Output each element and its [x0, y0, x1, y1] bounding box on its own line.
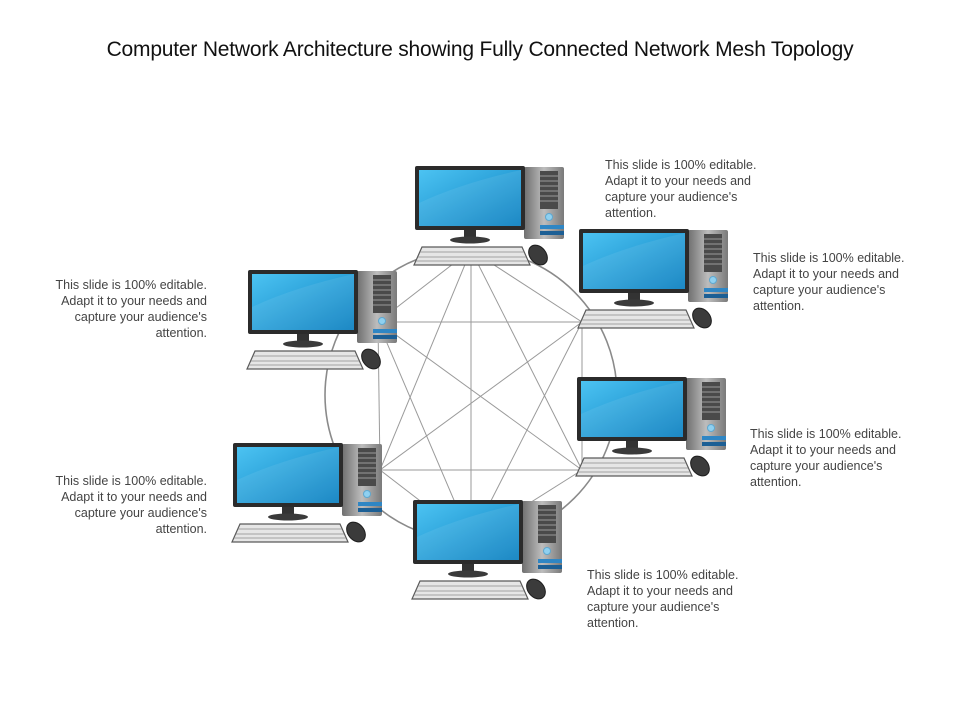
tower-icon: [524, 167, 564, 239]
link-node-top-right-node-bottom-left: [379, 321, 583, 471]
keyboard-icon: [575, 457, 693, 477]
node-right-computer: [574, 374, 734, 484]
link-node-right-node-left: [377, 321, 583, 471]
monitor-icon: [233, 443, 343, 521]
tower-icon: [686, 378, 726, 450]
mouse-icon: [690, 455, 710, 477]
node-left-computer: [245, 267, 405, 377]
keyboard-icon: [411, 580, 529, 600]
tower-icon: [522, 501, 562, 573]
mouse-icon: [526, 578, 546, 600]
node-top-computer: [412, 163, 572, 273]
tower-icon: [357, 271, 397, 343]
mouse-icon: [346, 521, 366, 543]
tower-icon: [342, 444, 382, 516]
link-node-top-node-bottom-left: [379, 249, 472, 471]
note-bottom: This slide is 100% editable. Adapt it to…: [587, 568, 739, 630]
monitor-icon: [248, 270, 358, 348]
node-top-right-computer: [576, 226, 736, 336]
keyboard-icon: [577, 309, 695, 329]
monitor-icon: [415, 166, 525, 244]
keyboard-icon: [246, 350, 364, 370]
node-bottom-computer: [410, 497, 570, 607]
monitor-icon: [577, 377, 687, 455]
keyboard-icon: [413, 246, 531, 266]
mouse-icon: [361, 348, 381, 370]
mouse-icon: [528, 244, 548, 266]
mouse-icon: [692, 307, 712, 329]
monitor-icon: [579, 229, 689, 307]
tower-icon: [688, 230, 728, 302]
monitor-icon: [413, 500, 523, 578]
note-right: This slide is 100% editable. Adapt it to…: [750, 427, 902, 489]
note-left: This slide is 100% editable. Adapt it to…: [55, 278, 207, 340]
keyboard-icon: [231, 523, 349, 543]
slide-title: Computer Network Architecture showing Fu…: [106, 38, 854, 61]
note-top-right: This slide is 100% editable. Adapt it to…: [753, 251, 905, 313]
node-bottom-left-computer: [230, 440, 390, 550]
note-top: This slide is 100% editable. Adapt it to…: [605, 158, 757, 220]
note-bottom-left: This slide is 100% editable. Adapt it to…: [55, 474, 207, 536]
link-node-top-node-right: [470, 249, 583, 471]
